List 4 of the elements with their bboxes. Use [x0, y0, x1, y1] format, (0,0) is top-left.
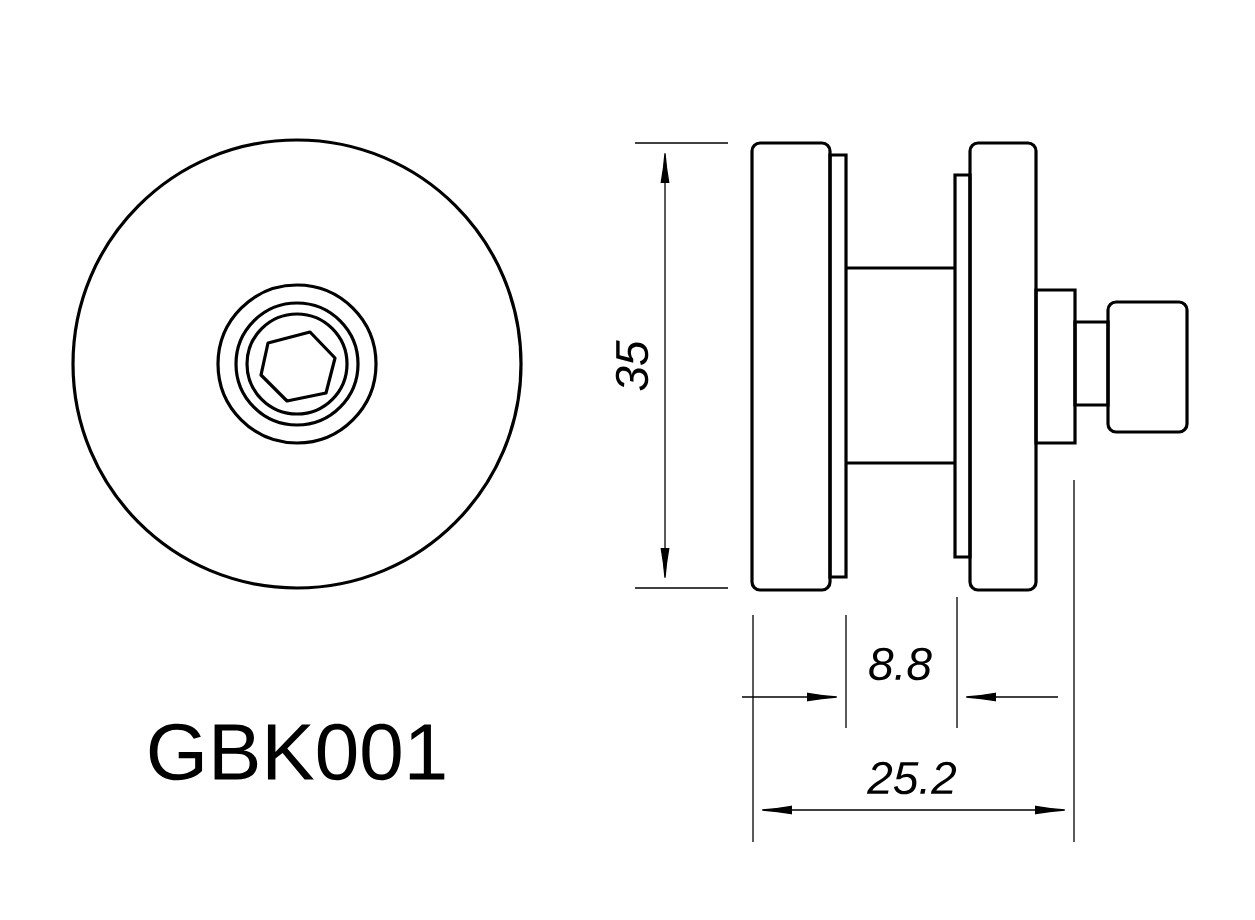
- part-number: GBK001: [149, 723, 445, 781]
- dimension-label: 8.8: [869, 647, 932, 681]
- dimension-label: 25.2: [867, 761, 957, 795]
- dimension-label: 35: [615, 340, 649, 391]
